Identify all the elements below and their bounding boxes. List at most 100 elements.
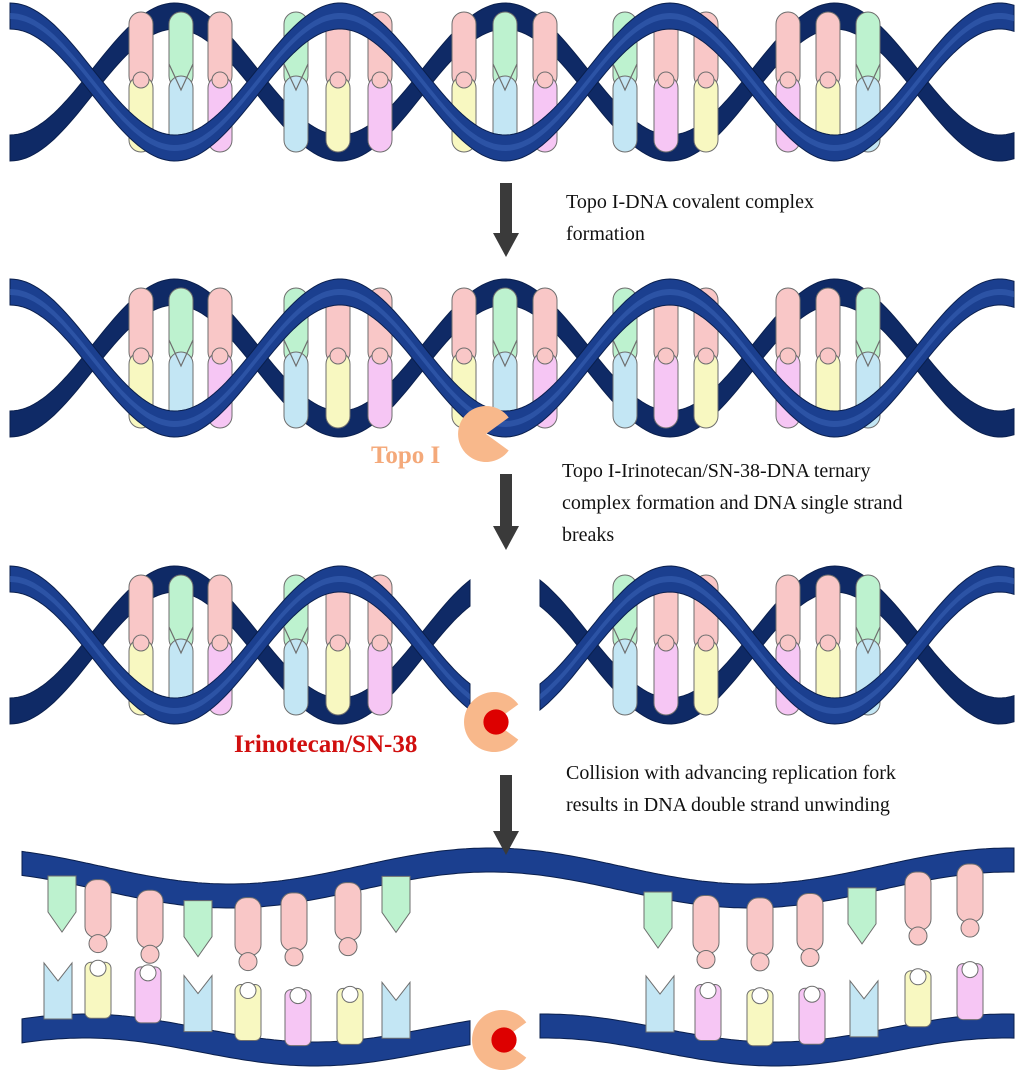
bottom-base-cup-9 bbox=[699, 982, 717, 1000]
base-pair-5-knob bbox=[371, 71, 389, 89]
bottom-base-12 bbox=[849, 979, 879, 1038]
base-pair-11-v-joint bbox=[855, 626, 881, 655]
top-base-1 bbox=[84, 879, 112, 939]
top-base-4 bbox=[234, 897, 262, 957]
base-pair-9-lower bbox=[612, 351, 638, 429]
top-base-6 bbox=[334, 882, 362, 942]
top-base-knob-1 bbox=[88, 934, 108, 954]
base-pair-6-v-joint bbox=[612, 626, 638, 655]
base-pair-5-knob bbox=[371, 634, 389, 652]
base-pair-0-knob bbox=[132, 71, 150, 89]
base-pairs bbox=[128, 287, 881, 429]
bottom-base-cup-4 bbox=[239, 982, 257, 1000]
base-pair-13-knob bbox=[819, 347, 837, 365]
base-pair-6-lower bbox=[612, 638, 638, 716]
step-1-text: Topo I-DNA covalent complex formation bbox=[566, 191, 819, 245]
arrow-step-3 bbox=[493, 775, 519, 855]
bottom-base-cup-1 bbox=[89, 959, 107, 977]
base-pair-1-v-joint bbox=[168, 339, 194, 368]
base-pair-6-knob bbox=[455, 347, 473, 365]
bottom-base-cup-2 bbox=[139, 964, 157, 982]
base-pair-3-lower bbox=[283, 638, 309, 716]
top-base-knob-14 bbox=[960, 918, 980, 938]
base-pair-10-knob bbox=[657, 347, 675, 365]
irinotecan-label: Irinotecan/SN-38 bbox=[234, 731, 417, 758]
strand-a-highlight-1 bbox=[540, 576, 1014, 714]
dna-helix-topo-bound bbox=[9, 278, 1015, 463]
base-pair-9-v-joint bbox=[612, 339, 638, 368]
bottom-base-3 bbox=[183, 974, 213, 1033]
base-pair-5-knob bbox=[371, 347, 389, 365]
base-pair-2-knob bbox=[211, 347, 229, 365]
step-1-line-2: formation bbox=[566, 223, 645, 245]
bottom-base-cup-13 bbox=[909, 968, 927, 986]
base-pair-4-knob bbox=[329, 71, 347, 89]
topo-i-enzyme bbox=[458, 406, 509, 463]
base-pair-6-knob bbox=[455, 71, 473, 89]
base-pair-3-v-joint bbox=[283, 339, 309, 368]
base-pair-3-v-joint bbox=[283, 63, 309, 92]
bottom-base-cup-11 bbox=[803, 985, 821, 1003]
top-base-knob-5 bbox=[284, 947, 304, 967]
top-base-knob-9 bbox=[696, 950, 716, 970]
topo-i-drug-complex-unwound bbox=[472, 1010, 527, 1071]
base-pair-0-knob bbox=[132, 347, 150, 365]
base-pair-12-knob bbox=[779, 71, 797, 89]
unwound-bottom-strand-right bbox=[539, 1013, 1015, 1067]
top-base-11 bbox=[796, 892, 824, 952]
base-pairs bbox=[128, 11, 881, 153]
helix-front-strand bbox=[9, 2, 1015, 162]
strand-a-seg-0 bbox=[9, 2, 1015, 162]
base-pair-14-v-joint bbox=[855, 339, 881, 368]
step-1-line-1: Topo I-DNA covalent complex bbox=[566, 191, 814, 213]
top-base-knob-4 bbox=[238, 952, 258, 972]
base-pair-8-knob bbox=[536, 347, 554, 365]
topo-i-enzyme-body bbox=[458, 406, 509, 463]
dna-helix-single-strand-break bbox=[9, 565, 1015, 753]
base-pair-9-v-joint bbox=[612, 63, 638, 92]
topo-i-drug-complex-drug bbox=[483, 709, 509, 735]
base-pair-4-knob bbox=[329, 347, 347, 365]
base-pair-3-lower bbox=[283, 351, 309, 429]
base-pair-1-v-joint bbox=[168, 63, 194, 92]
topo-i-drug-complex-unwound-drug bbox=[491, 1027, 517, 1053]
base-pair-2-knob bbox=[211, 71, 229, 89]
top-base-14 bbox=[956, 863, 984, 923]
dna-unwound-strands bbox=[21, 847, 1015, 1071]
top-base-13 bbox=[904, 871, 932, 931]
topo-i-drug-complex bbox=[464, 692, 519, 753]
base-pair-11-knob bbox=[697, 71, 715, 89]
base-pair-1-v-joint bbox=[168, 626, 194, 655]
base-pair-8-knob bbox=[697, 634, 715, 652]
bottom-base-cup-6 bbox=[341, 985, 359, 1003]
helix-front-strand bbox=[9, 278, 1015, 438]
arrow-step-2 bbox=[493, 474, 519, 550]
base-pair-14-v-joint bbox=[855, 63, 881, 92]
top-base-7 bbox=[381, 875, 411, 934]
step-2-line-2: complex formation and DNA single strand bbox=[562, 492, 903, 514]
top-base-8 bbox=[643, 891, 673, 949]
top-base-knob-13 bbox=[908, 926, 928, 946]
step-2-text: Topo I-Irinotecan/SN-38-DNA ternary comp… bbox=[562, 460, 908, 546]
strand-a-seg-0 bbox=[9, 565, 471, 725]
base-pair-13-knob bbox=[819, 71, 837, 89]
base-pair-0-knob bbox=[132, 634, 150, 652]
step-3-text: Collision with advancing replication for… bbox=[566, 762, 901, 816]
base-pair-10-knob bbox=[657, 71, 675, 89]
base-pair-10-knob bbox=[819, 634, 837, 652]
topo-i-label: Topo I bbox=[371, 442, 440, 469]
bottom-base-cup-10 bbox=[751, 987, 769, 1005]
arrow-step-1 bbox=[493, 183, 519, 257]
step-2-line-1: Topo I-Irinotecan/SN-38-DNA ternary bbox=[562, 460, 871, 482]
top-base-3 bbox=[183, 900, 213, 958]
top-base-knob-10 bbox=[750, 952, 770, 972]
step-3-line-2: results in DNA double strand unwinding bbox=[566, 794, 890, 816]
base-pair-4-knob bbox=[329, 634, 347, 652]
bottom-base-cup-5 bbox=[289, 987, 307, 1005]
top-base-12 bbox=[847, 887, 877, 945]
bottom-base-8 bbox=[645, 974, 675, 1033]
base-pair-8-knob bbox=[536, 71, 554, 89]
top-base-10 bbox=[746, 897, 774, 957]
base-pair-2-knob bbox=[211, 634, 229, 652]
dna-helix-intact bbox=[9, 2, 1015, 162]
